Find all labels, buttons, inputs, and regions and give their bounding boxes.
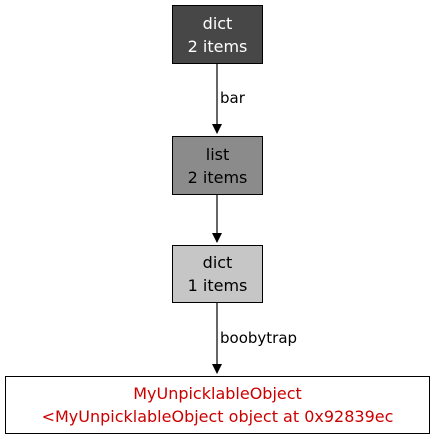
node-dict-root: dict 2 items <box>172 5 263 64</box>
node-dict-root-type: dict <box>202 13 233 33</box>
node-unpicklable-object: MyUnpicklableObject <MyUnpicklableObject… <box>5 376 430 434</box>
node-list-count: 2 items <box>187 167 248 187</box>
node-dict-inner: dict 1 items <box>172 245 263 303</box>
node-dict-root-count: 2 items <box>187 36 248 56</box>
edge-label-bar: bar <box>220 89 245 107</box>
node-dict-inner-type: dict <box>202 253 233 272</box>
node-list: list 2 items <box>172 136 263 195</box>
edge-label-boobytrap: boobytrap <box>220 329 298 347</box>
node-list-type: list <box>205 144 230 164</box>
node-unpicklable-repr: <MyUnpicklableObject object at 0x92839ec <box>41 407 394 426</box>
node-dict-inner-count: 1 items <box>187 276 248 295</box>
node-unpicklable-type: MyUnpicklableObject <box>133 384 302 403</box>
